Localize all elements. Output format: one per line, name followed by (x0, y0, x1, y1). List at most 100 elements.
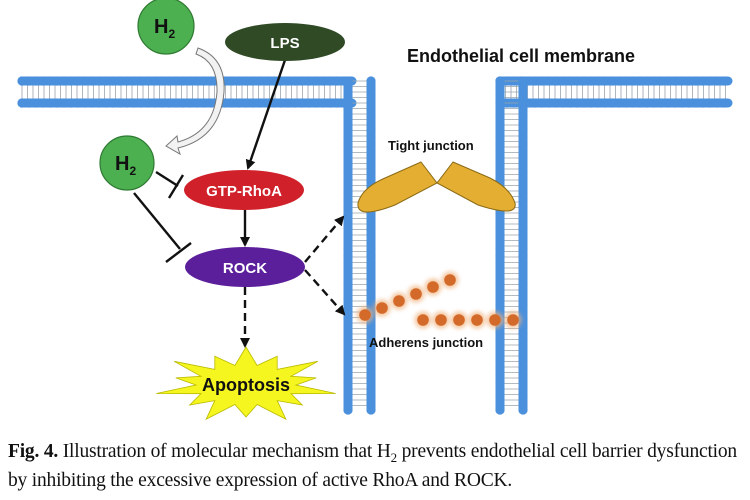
lipid-head (343, 391, 353, 401)
lipid-head (199, 98, 209, 108)
lipid-head (59, 98, 69, 108)
lipid-head (343, 188, 353, 198)
lipid-head (518, 251, 528, 261)
lipid-head (518, 335, 528, 345)
lipid-head (343, 265, 353, 275)
lipid-head (495, 125, 505, 135)
mechanism-diagram: Endothelial cell membrane Tight junction… (17, 0, 733, 421)
figure-number: Fig. 4. (8, 441, 59, 462)
hollow-curved-arrow-h2-diffusion (165, 47, 225, 156)
lipid-head (199, 76, 209, 86)
lipid-head (185, 98, 195, 108)
lipid-head (115, 98, 125, 108)
lipid-head (366, 370, 376, 380)
lipid-head (227, 98, 237, 108)
lipid-head (343, 384, 353, 394)
lipid-head (343, 104, 353, 114)
lipid-head (663, 98, 673, 108)
lipid-head (80, 76, 90, 86)
figure-caption: Fig. 4. Illustration of molecular mechan… (8, 440, 748, 492)
lipid-head (558, 98, 568, 108)
lipid-head (544, 76, 554, 86)
lipid-head (143, 76, 153, 86)
lipid-head (518, 377, 528, 387)
lipid-head (343, 97, 353, 107)
lipid-head (495, 244, 505, 254)
lps-label: LPS (270, 35, 299, 52)
adherens-bead (417, 314, 429, 326)
lipid-head (495, 265, 505, 275)
lipid-head (343, 293, 353, 303)
lipid-head (495, 83, 505, 93)
lipid-head (518, 125, 528, 135)
lipid-head (495, 398, 505, 408)
lipid-head (621, 76, 631, 86)
lipid-head (495, 146, 505, 156)
lipid-head (712, 76, 722, 86)
lipid-head (343, 356, 353, 366)
lipid-head (518, 188, 528, 198)
lipid-head (495, 237, 505, 247)
lipid-head (17, 98, 27, 108)
lipid-head (495, 363, 505, 373)
lipid-head (621, 98, 631, 108)
lipid-head (495, 153, 505, 163)
lipid-head (366, 118, 376, 128)
lipid-head (495, 216, 505, 226)
h2-top-label: H (154, 16, 168, 38)
lipid-head (518, 202, 528, 212)
lipid-head (366, 342, 376, 352)
lipid-head (579, 98, 589, 108)
lipid-head (518, 279, 528, 289)
lipid-head (297, 76, 307, 86)
lipid-head (150, 76, 160, 86)
lipid-head (495, 377, 505, 387)
lipid-head (297, 98, 307, 108)
lipid-head (87, 98, 97, 108)
lipid-head (366, 384, 376, 394)
lipid-head (705, 98, 715, 108)
lipid-head (691, 76, 701, 86)
lipid-head (115, 76, 125, 86)
lipid-head (518, 111, 528, 121)
lipid-head (343, 244, 353, 254)
lipid-head (290, 98, 300, 108)
lipid-head (495, 104, 505, 114)
lipid-head (677, 76, 687, 86)
lipid-head (343, 132, 353, 142)
lipid-head (518, 265, 528, 275)
lipid-head (283, 98, 293, 108)
lipid-head (206, 76, 216, 86)
adherens-junction-label: Adherens junction (369, 335, 483, 350)
lipid-head (366, 132, 376, 142)
lipid-head (366, 76, 376, 86)
lipid-head (248, 98, 258, 108)
lipid-head (38, 98, 48, 108)
lipid-head (343, 328, 353, 338)
lipid-head (136, 76, 146, 86)
lipid-head (94, 76, 104, 86)
lipid-head (343, 279, 353, 289)
lipid-head (343, 272, 353, 282)
lipid-head (684, 98, 694, 108)
lipid-head (366, 153, 376, 163)
apoptosis-label: Apoptosis (202, 375, 290, 395)
lipid-head (518, 118, 528, 128)
lipid-head (495, 132, 505, 142)
lipid-head (366, 230, 376, 240)
lipid-head (572, 76, 582, 86)
caption-subscript: 2 (390, 449, 398, 465)
membrane-top-left (17, 76, 357, 108)
lipid-head (518, 405, 528, 415)
lipid-head (518, 146, 528, 156)
lipid-head (495, 293, 505, 303)
adherens-bead (444, 274, 456, 286)
lipid-head (518, 370, 528, 380)
h2-top-subscript: 2 (168, 27, 175, 41)
gtp-rhoa-node: GTP-RhoA (184, 170, 304, 210)
lipid-head (551, 76, 561, 86)
lipid-head (518, 90, 528, 100)
lipid-head (614, 98, 624, 108)
lipid-head (495, 335, 505, 345)
lipid-head (241, 76, 251, 86)
